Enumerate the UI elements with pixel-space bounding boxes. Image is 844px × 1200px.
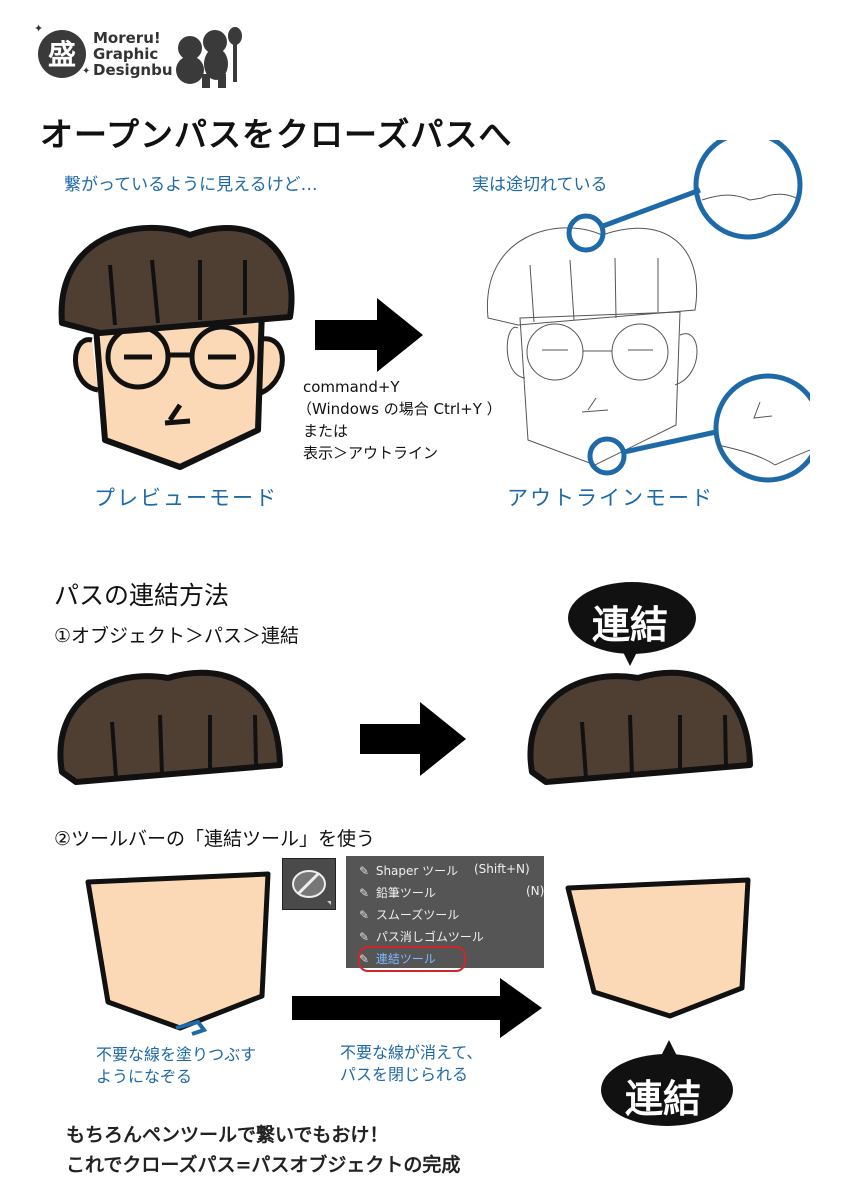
shaper-tool-icon: ✎ [358,864,370,878]
join-speech-bubble [568,582,696,666]
outline-caption: 実は途切れている [472,175,608,195]
join-tool-highlight [358,946,466,972]
join-speech-bubble [601,1040,733,1126]
note-left-line1: 不要な線を塗りつぶす [96,1045,257,1064]
hair [58,224,295,336]
preview-face-illustration [58,224,295,470]
step1-label: ①オブジェクト＞パス＞連結 [54,625,300,647]
join-bubble-text: 連結 [592,603,669,647]
outline-mode-label: アウトラインモード [507,486,714,510]
preview-mode-label: プレビューモード [94,486,278,510]
note-right-line1: 不要な線が消えて、 [340,1043,483,1062]
footer-line1: もちろんペンツールで繋いでもおけ！ [66,1124,389,1146]
join-tool-icon: ✎ [358,952,370,966]
logo: 盛 ✦ ✦ [34,22,242,88]
arrow-right-icon [315,298,423,372]
hair-before-illustration [57,669,283,785]
smooth-tool-icon: ✎ [358,908,370,922]
preview-caption: 繋がっているように見えるけど… [64,175,318,195]
step2-label: ②ツールバーの「連結ツール」を使う [54,828,376,850]
logo-line2: Graphic [93,45,159,63]
face-before-illustration [85,871,271,1036]
sparkle-icon: ✦ [82,66,90,77]
page-title: オープンパスをクローズパスへ [40,115,513,154]
shortcut-line4: 表示＞アウトライン [303,444,439,462]
note-right-line2: パスを閉じられる [340,1065,469,1084]
face-after-illustration [565,877,751,1019]
path-eraser-icon: ✎ [358,930,370,944]
join-tool-button[interactable] [282,858,336,910]
outline-face-illustration [487,140,810,483]
tool-flyout-menu: ✎ Shaper ツール (Shift+N) ✎ 鉛筆ツール (N) ✎ スムー… [346,856,544,968]
shortcut-line2: （Windows の場合 Ctrl+Y ） [297,400,502,418]
hair-after-illustration [527,669,753,785]
menu-item-path-eraser[interactable]: ✎ パス消しゴムツール [356,928,484,945]
logo-line1: Moreru! [93,29,161,47]
zoom-marker-top [566,213,606,253]
sparkle-icon: ✦ [34,22,43,35]
mouth [164,403,191,426]
arrow-right-icon [292,978,542,1038]
menu-item-pencil[interactable]: ✎ 鉛筆ツール (N) [356,884,544,901]
pencil-tool-icon: ✎ [358,886,370,900]
note-left-line2: ようになぞる [96,1067,193,1086]
section-title: パスの連結方法 [54,581,230,610]
menu-item-smooth[interactable]: ✎ スムーズツール [356,906,459,923]
menu-item-join[interactable]: ✎ 連結ツール [356,950,436,967]
zoom-circle-bottom [713,373,810,483]
shortcut-line3: または [303,422,349,440]
left-ear [73,337,99,393]
mascot-icon [176,27,242,88]
logo-line3: Designbu [93,61,173,79]
zoom-circle-top [693,140,803,240]
logo-badge-char: 盛 [48,38,76,71]
join-bubble-text: 連結 [625,1077,702,1121]
zoom-marker-bottom [587,436,627,476]
scribble-stroke [175,1019,208,1036]
arrow-right-icon [360,702,466,776]
logo-badge [38,30,86,78]
menu-item-shaper[interactable]: ✎ Shaper ツール (Shift+N) [356,862,530,879]
shortcut-line1: command+Y [303,378,400,396]
footer-line2: これでクローズパス=パスオブジェクトの完成 [66,1154,461,1176]
